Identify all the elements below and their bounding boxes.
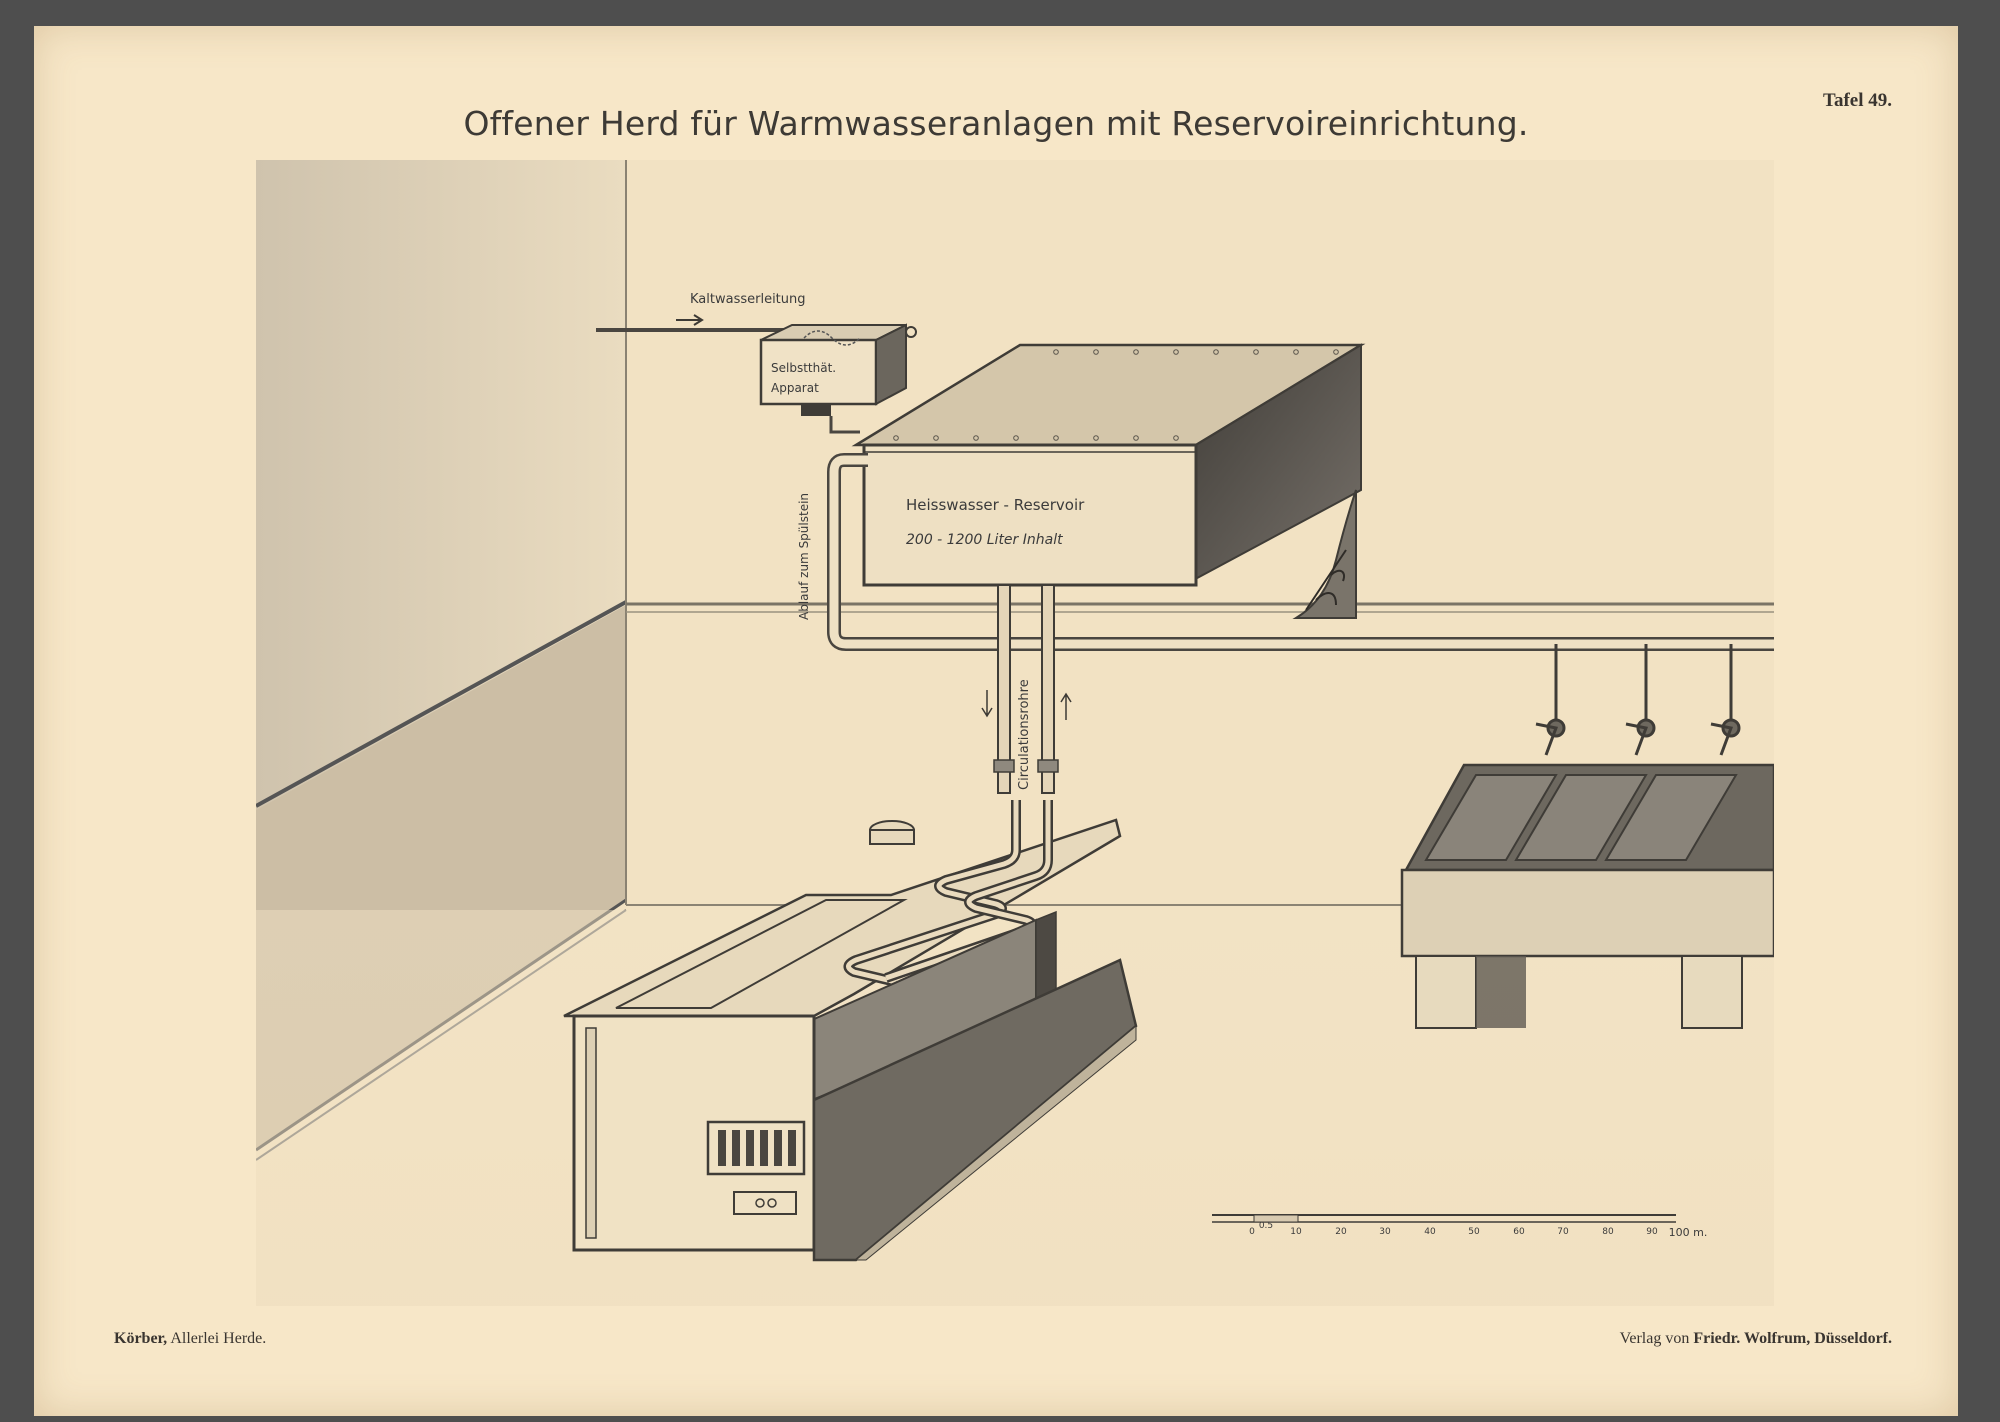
scale-tick: 20 (1335, 1227, 1347, 1237)
feed-pipe (829, 416, 860, 434)
cold-water-label: Kaltwasserleitung (690, 292, 806, 307)
hot-water-reservoir (851, 343, 1366, 619)
drain-label: Ablauf zum Spülstein (797, 493, 811, 620)
plate-number: Tafel 49. (1823, 90, 1892, 111)
scale-tick: 70 (1557, 1227, 1569, 1237)
apparatus-label-line1: Selbstthät. (771, 361, 836, 375)
scale-bar (1212, 1214, 1676, 1223)
footer-author: Körber, (114, 1330, 168, 1347)
scale-tick: 60 (1513, 1227, 1525, 1237)
footer-publisher-name: Friedr. Wolfrum, Düsseldorf. (1693, 1330, 1892, 1347)
scale-tick: 0 (1249, 1227, 1255, 1237)
apparatus-label-line2: Apparat (771, 381, 819, 395)
reservoir-name-label: Heisswasser - Reservoir (906, 496, 1085, 514)
scale-bar-ticks: 0 0.5 10 20 30 40 50 60 70 80 90 100 m. (1249, 1221, 1707, 1239)
drain-pipe (827, 453, 1774, 651)
scale-tick: 40 (1424, 1227, 1436, 1237)
scale-tick: 80 (1602, 1227, 1614, 1237)
water-taps (1535, 644, 1741, 756)
cold-water-pipe (596, 314, 808, 332)
reservoir-capacity-label: 200 - 1200 Liter Inhalt (906, 532, 1063, 548)
plate-sheet: Offener Herd für Warmwasseranlagen mit R… (34, 26, 1958, 1416)
circulation-label: Circulationsrohre (1017, 679, 1032, 790)
footer-citation: Körber, Allerlei Herde. (114, 1330, 266, 1348)
scale-tick: 0.5 (1259, 1221, 1273, 1231)
illustration: Kaltwasserleitung Selbstthät. Apparat (256, 160, 1774, 1306)
scale-tick: 90 (1646, 1227, 1658, 1237)
open-hearth (563, 800, 1138, 1262)
scale-tick: 100 m. (1669, 1226, 1708, 1239)
circulation-pipes (981, 584, 1072, 794)
plate-title: Offener Herd für Warmwasseranlagen mit R… (463, 104, 1529, 143)
footer-work: Allerlei Herde. (170, 1330, 267, 1347)
footer-publisher: Verlag von Friedr. Wolfrum, Düsseldorf. (1620, 1330, 1892, 1348)
scale-tick: 30 (1379, 1227, 1391, 1237)
automatic-apparatus (759, 323, 917, 416)
scale-tick: 10 (1290, 1227, 1302, 1237)
footer-publisher-prefix: Verlag von (1619, 1330, 1690, 1347)
scale-tick: 50 (1468, 1227, 1480, 1237)
sink-trough (1400, 763, 1774, 1029)
